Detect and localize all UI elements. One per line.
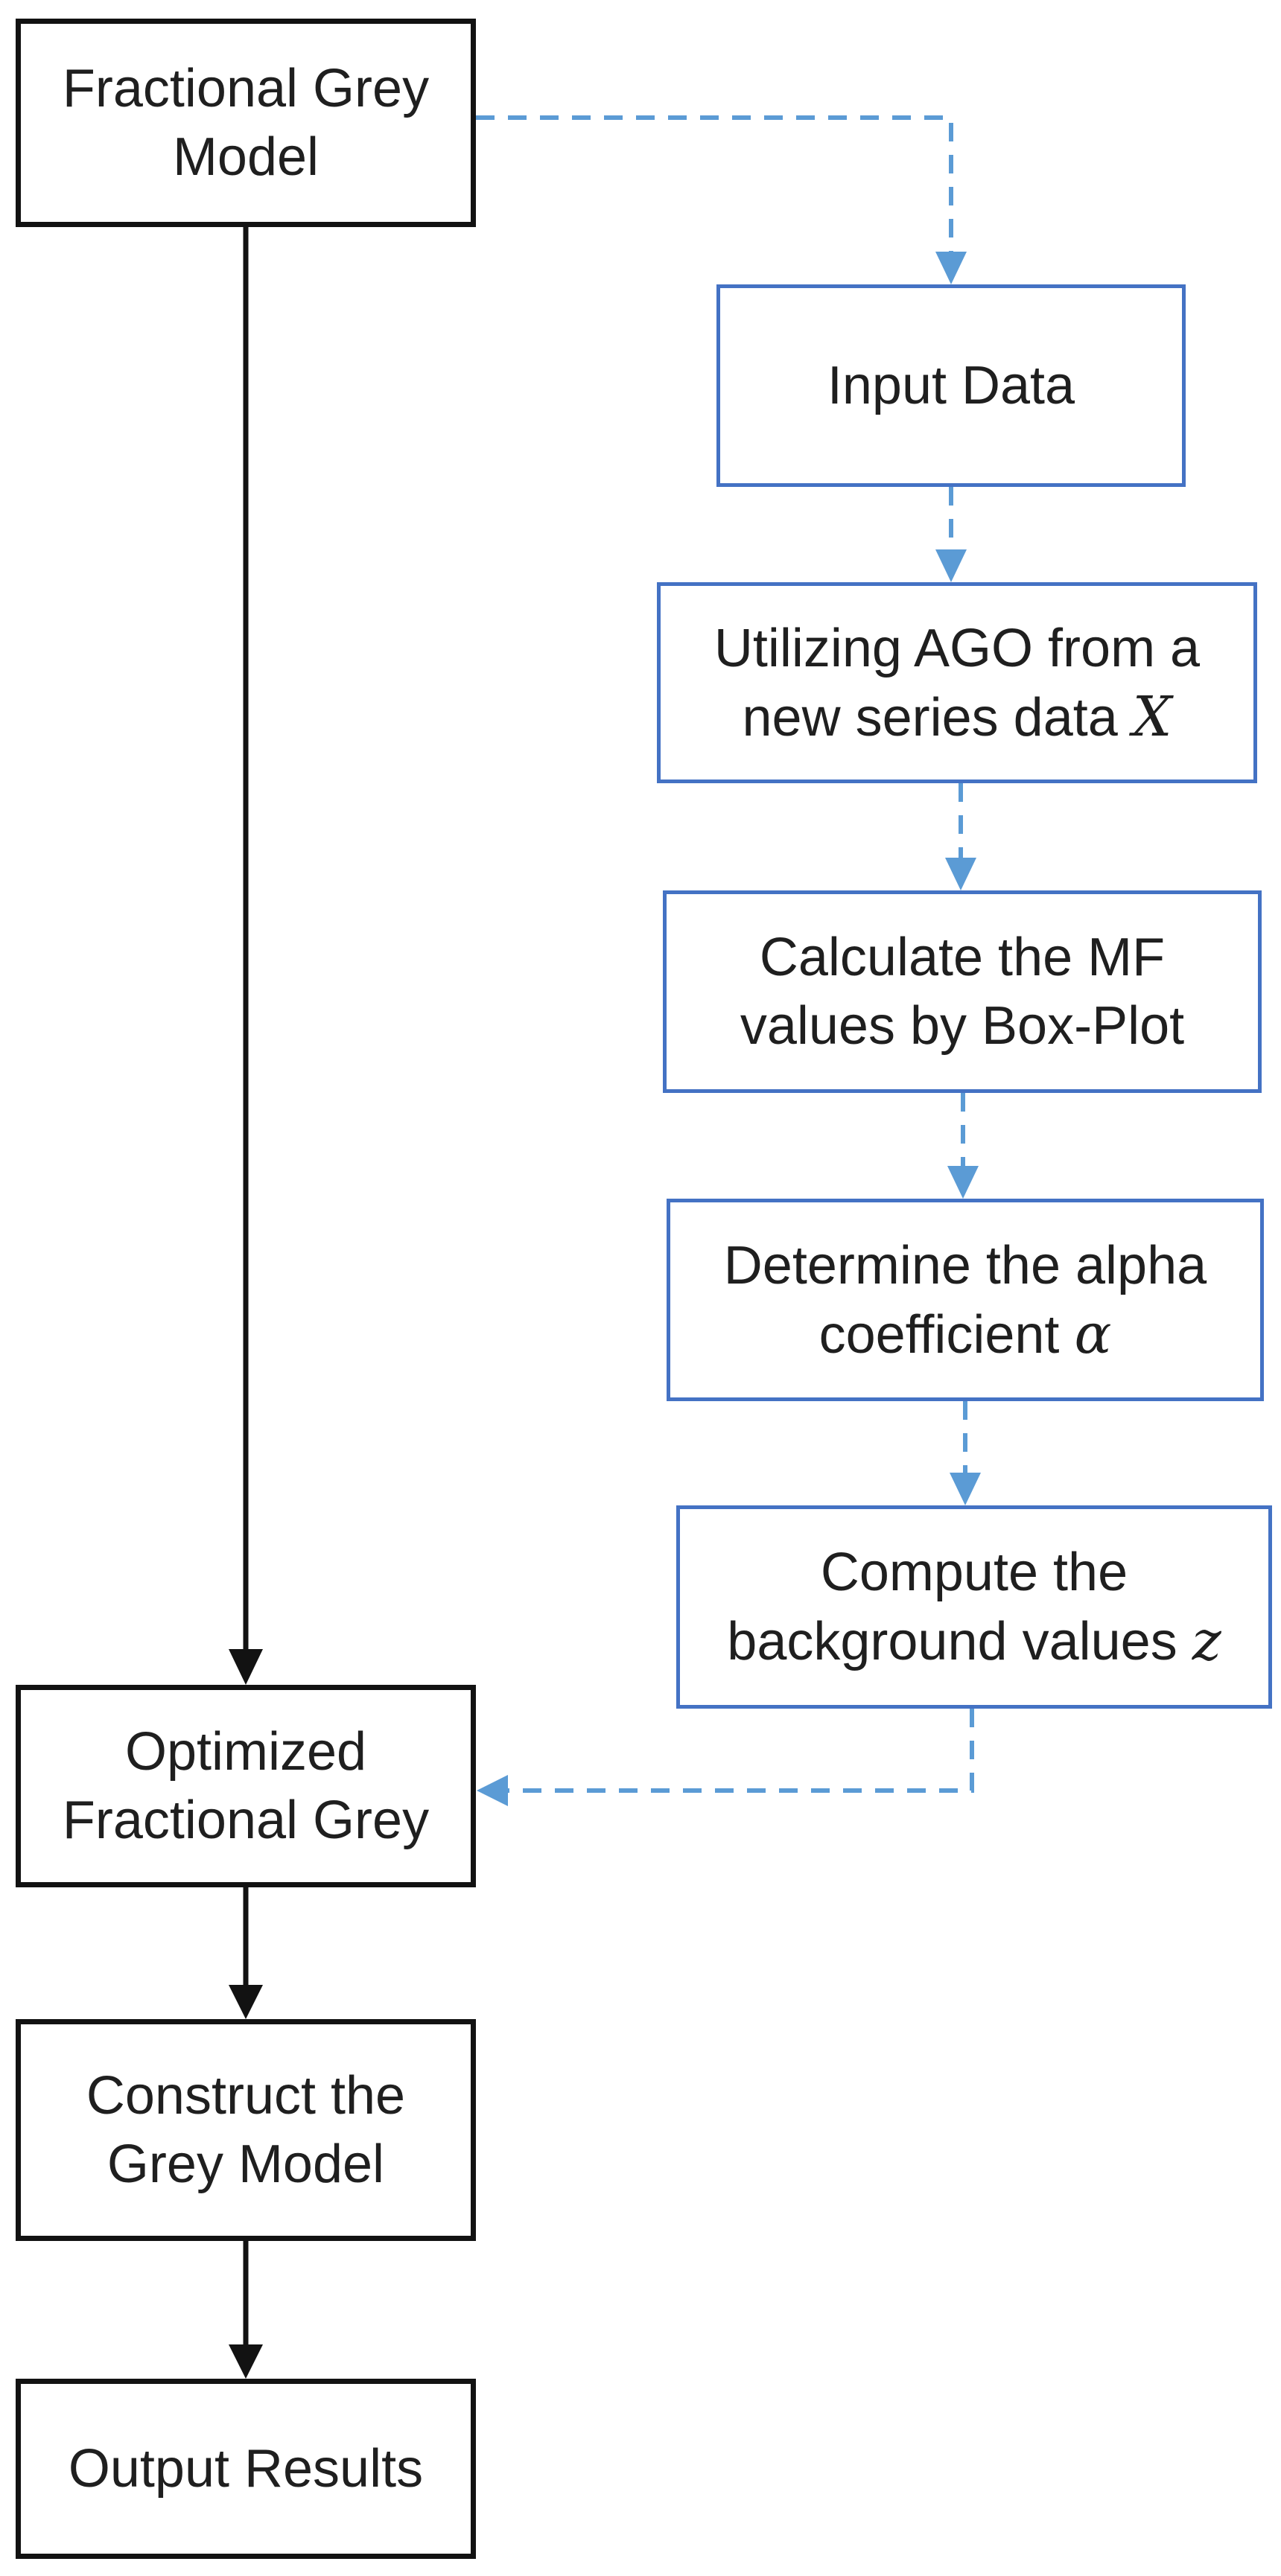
node-output-results: Output Results [16,2379,476,2559]
arrowhead-input-to-ago [935,549,967,582]
node-utilizing-ago: Utilizing AGO from a new series data X [657,582,1257,783]
node-label-line: Model [172,127,320,187]
node-label-line: Input Data [827,356,1075,415]
arrowhead-alpha-to-bg [950,1473,981,1505]
node-construct-grey-model: Construct the Grey Model [16,2019,476,2241]
node-label-line: new series data X [742,684,1172,749]
node-label-line: values by Box-Plot [740,996,1185,1056]
node-label-line: Determine the alpha [723,1235,1207,1295]
node-label-line: Fractional Grey [62,1791,430,1850]
arrowhead-ofg-to-cgm [229,1985,263,2019]
math-variable-z: z [1192,1609,1221,1673]
arrowhead-fgm-to-ofg [229,1649,263,1685]
node-label-line: Construct the [86,2066,406,2126]
node-label-line: background values z [727,1609,1221,1673]
node-label-line: Output Results [68,2439,424,2499]
node-calculate-mf: Calculate the MF values by Box-Plot [663,890,1262,1093]
node-label-line: coefficient α [818,1301,1112,1366]
node-input-data: Input Data [716,284,1186,487]
node-label-line: Optimized [124,1722,367,1782]
math-variable-X: X [1132,684,1172,749]
node-label-line: Calculate the MF [759,928,1166,987]
arrowhead-bg-to-ofg [477,1775,508,1806]
node-compute-background: Compute the background values z [676,1505,1272,1709]
node-label-line: Utilizing AGO from a [713,618,1201,678]
arrowhead-ago-to-mf [945,858,976,890]
node-label-line: Compute the [820,1543,1128,1602]
arrowhead-cgm-to-or [229,2344,263,2379]
arrowhead-fgm-to-input [935,252,967,284]
node-fractional-grey-model: Fractional Grey Model [16,19,476,227]
connector-bg-to-ofg [508,1709,974,1793]
connector-fgm-to-input [476,115,953,252]
node-optimized-fractional-grey: Optimized Fractional Grey [16,1685,476,1887]
arrowhead-mf-to-alpha [947,1166,979,1199]
math-variable-alpha: α [1074,1301,1112,1366]
node-determine-alpha: Determine the alpha coefficient α [667,1199,1264,1401]
node-label-line: Fractional Grey [62,59,430,118]
node-label-line: Grey Model [107,2135,385,2194]
